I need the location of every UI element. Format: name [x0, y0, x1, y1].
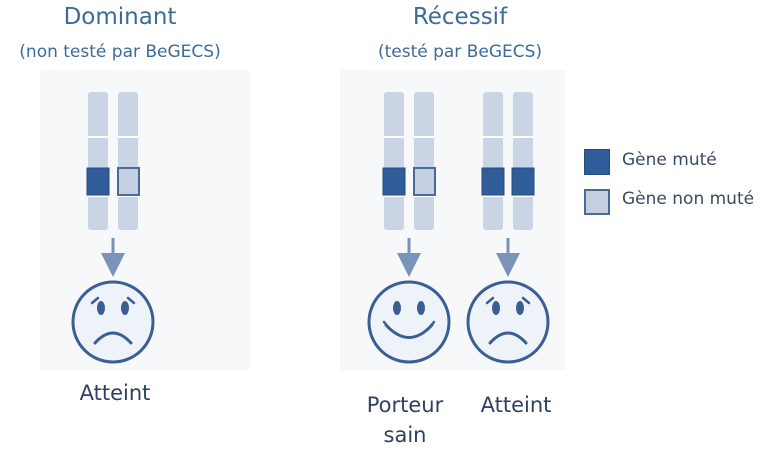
recessive-subtitle: (testé par BeGECS)	[377, 42, 543, 62]
dominant-chromosome-pair	[86, 92, 140, 230]
legend-label-non-mutated: Gène non muté	[622, 189, 755, 209]
legend-label-mutated: Gène muté	[622, 150, 717, 170]
legend-swatch-non-mutated	[584, 189, 610, 215]
sad-face-icon	[71, 280, 155, 364]
affected-outcome-label: Atteint	[480, 393, 552, 417]
non-mutated-gene	[117, 167, 140, 196]
mutated-gene	[86, 167, 110, 196]
recessive-title: Récessif	[412, 4, 508, 30]
chromosome	[513, 92, 533, 230]
dominant-title: Dominant	[63, 4, 177, 30]
sad-face-icon	[466, 280, 550, 364]
chromosome	[483, 92, 503, 230]
dominant-subtitle: (non testé par BeGECS)	[19, 42, 221, 62]
happy-face-icon	[367, 280, 451, 364]
legend-swatch-mutated	[584, 149, 610, 175]
carrier-chromosome-pair	[382, 92, 436, 230]
chromosome	[384, 92, 404, 230]
mutated-gene	[511, 167, 535, 196]
mutated-gene	[481, 167, 505, 196]
carrier-outcome-label-line2: sain	[383, 423, 427, 447]
dominant-outcome-label: Atteint	[79, 381, 151, 405]
mutated-gene	[382, 167, 406, 196]
non-mutated-gene	[413, 167, 436, 196]
chromosome	[118, 92, 138, 230]
carrier-outcome-label: Porteur	[366, 393, 444, 417]
affected-chromosome-pair	[481, 92, 535, 230]
chromosome	[414, 92, 434, 230]
chromosome	[88, 92, 108, 230]
